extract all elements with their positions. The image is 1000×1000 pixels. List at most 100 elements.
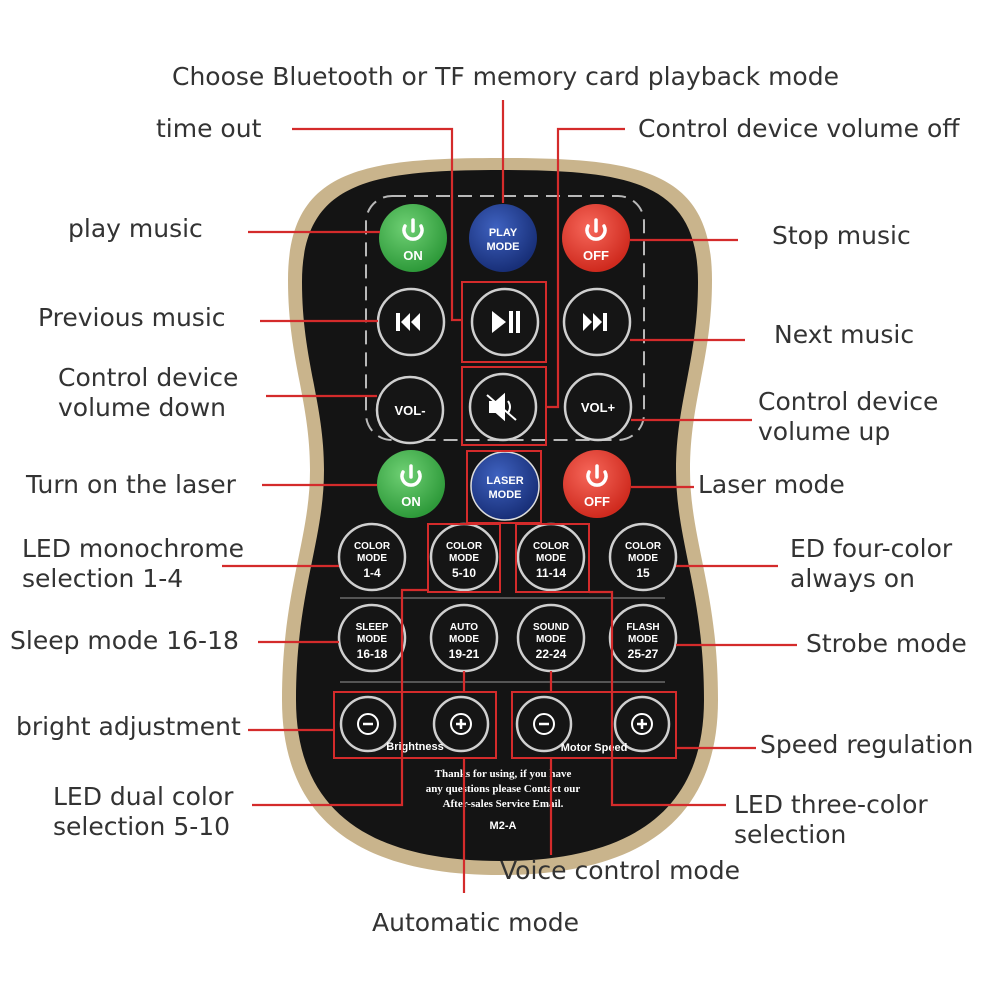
label-ed-four-color-line1: ED four-color — [790, 534, 953, 563]
plus-icon — [450, 713, 472, 735]
brightness-minus-button[interactable] — [339, 695, 397, 753]
play-mode-line2: MODE — [487, 241, 520, 253]
label-volume-down: Control device volume down — [58, 363, 238, 423]
mode-line1: COLOR — [533, 541, 570, 552]
laser-mode-line1: LASER — [486, 475, 523, 487]
volume-up-button[interactable]: VOL+ — [563, 372, 633, 442]
label-volume-up: Control device volume up — [758, 387, 938, 447]
label-stop-music: Stop music — [772, 221, 911, 250]
mode-range: 15 — [636, 566, 650, 580]
on-label: ON — [403, 248, 423, 263]
remote-footer-line1: Thanks for using, if you have — [435, 768, 572, 780]
power-icon — [402, 218, 424, 241]
mode-line2: MODE — [449, 634, 479, 645]
mode-line2: MODE — [536, 634, 566, 645]
label-volume-up-line2: volume up — [758, 417, 891, 446]
label-automatic-mode: Automatic mode — [372, 908, 580, 937]
label-speed-regulation: Speed regulation — [760, 730, 974, 759]
previous-icon — [396, 313, 420, 331]
motor-speed-minus-button[interactable] — [515, 695, 573, 753]
play-pause-icon — [492, 311, 520, 333]
motor-speed-plus-button[interactable] — [613, 695, 671, 753]
color-mode-11-14-button[interactable]: COLOR MODE 11-14 — [516, 522, 586, 592]
label-led-three: LED three-color selection — [734, 790, 928, 850]
motor-speed-label: Motor Speed — [561, 742, 628, 754]
mode-range: 22-24 — [536, 647, 567, 661]
color-mode-1-4-button[interactable]: COLOR MODE 1-4 — [337, 522, 407, 592]
remote-model: M2-A — [490, 820, 517, 832]
brightness-plus-button[interactable] — [432, 695, 490, 753]
mode-line1: SLEEP — [356, 622, 389, 633]
label-volume-down-line2: volume down — [58, 393, 227, 422]
power-icon — [400, 464, 422, 487]
laser-on-button[interactable]: ON — [377, 450, 445, 518]
previous-button[interactable] — [376, 287, 446, 357]
next-button[interactable] — [562, 287, 632, 357]
mode-line1: COLOR — [354, 541, 391, 552]
label-ed-four-color: ED four-color always on — [790, 534, 952, 594]
label-led-dual-line2: selection 5-10 — [53, 812, 231, 841]
label-laser-mode: Laser mode — [698, 470, 845, 499]
laser-off-button[interactable]: OFF — [563, 450, 631, 518]
sleep-mode-button[interactable]: SLEEP MODE 16-18 — [337, 603, 407, 673]
label-volume-up-line1: Control device — [758, 387, 939, 416]
label-led-mono: LED monochrome selection 1-4 — [22, 534, 244, 594]
next-icon — [583, 313, 607, 331]
color-mode-5-10-button[interactable]: COLOR MODE 5-10 — [429, 522, 499, 592]
minus-icon — [533, 713, 555, 735]
flash-mode-button[interactable]: FLASH MODE 25-27 — [608, 603, 678, 673]
minus-icon — [357, 713, 379, 735]
vol-minus-label: VOL- — [394, 403, 425, 418]
label-bright-adjustment: bright adjustment — [16, 712, 241, 741]
mode-line2: MODE — [357, 553, 387, 564]
laser-mode-line2: MODE — [489, 489, 522, 501]
off-label: OFF — [584, 494, 610, 509]
laser-mode-button[interactable]: LASER MODE — [470, 451, 540, 521]
remote-footer-line3: After-sales Service Email. — [443, 798, 564, 810]
label-sleep-mode: Sleep mode 16-18 — [10, 626, 239, 655]
brightness-label: Brightness — [386, 741, 443, 753]
play-mode-button[interactable]: PLAY MODE — [469, 204, 537, 272]
mode-range: 19-21 — [449, 647, 480, 661]
remote-footer-line2: any questions please Contact our — [426, 783, 581, 795]
mode-line1: COLOR — [446, 541, 483, 552]
highlight-boxes — [333, 281, 677, 759]
mute-button[interactable] — [468, 372, 538, 442]
vol-plus-label: VOL+ — [581, 400, 616, 415]
on-label: ON — [401, 494, 421, 509]
mode-line2: MODE — [628, 634, 658, 645]
mode-line1: COLOR — [625, 541, 662, 552]
mute-icon — [486, 392, 517, 422]
mode-range: 1-4 — [363, 566, 381, 580]
label-volume-down-line1: Control device — [58, 363, 239, 392]
label-laser-on: Turn on the laser — [26, 470, 236, 499]
sound-mode-button[interactable]: SOUND MODE 22-24 — [516, 603, 586, 673]
label-led-mono-line1: LED monochrome — [22, 534, 245, 563]
music-off-button[interactable]: OFF — [562, 204, 630, 272]
plus-icon — [631, 713, 653, 735]
volume-down-button[interactable]: VOL- — [375, 375, 445, 445]
mode-line1: FLASH — [626, 622, 659, 633]
mode-range: 11-14 — [536, 566, 566, 580]
label-led-three-line2: selection — [734, 820, 847, 849]
auto-mode-button[interactable]: AUTO MODE 19-21 — [429, 603, 499, 673]
mode-line2: MODE — [536, 553, 566, 564]
label-time-out: time out — [156, 114, 262, 143]
label-voice-control: Voice control mode — [500, 856, 740, 885]
label-volume-off: Control device volume off — [638, 114, 960, 143]
play-pause-button[interactable] — [470, 287, 540, 357]
mode-line1: AUTO — [450, 622, 478, 633]
play-mode-line1: PLAY — [489, 227, 518, 239]
label-choose-bluetooth: Choose Bluetooth or TF memory card playb… — [172, 62, 839, 91]
music-on-button[interactable]: ON — [379, 204, 447, 272]
label-led-three-line1: LED three-color — [734, 790, 928, 819]
label-led-dual: LED dual color selection 5-10 — [53, 782, 233, 842]
mode-line2: MODE — [357, 634, 387, 645]
music-section-dashed-border — [365, 195, 645, 441]
color-mode-15-button[interactable]: COLOR MODE 15 — [608, 522, 678, 592]
label-led-mono-line2: selection 1-4 — [22, 564, 184, 593]
power-icon — [585, 218, 607, 241]
mode-range: 5-10 — [452, 566, 476, 580]
label-previous-music: Previous music — [38, 303, 226, 332]
